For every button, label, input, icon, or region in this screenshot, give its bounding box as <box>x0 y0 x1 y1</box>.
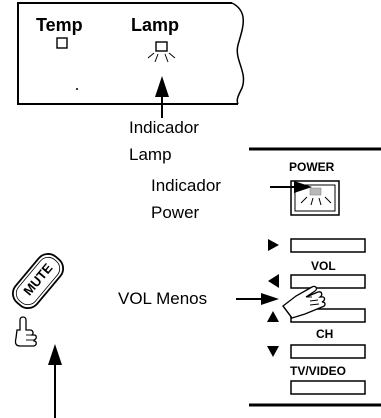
lamp-indicator-caption-line2: Lamp <box>129 145 172 164</box>
tvvideo-label: TV/VIDEO <box>290 364 347 378</box>
vol-minus-pointer-arrow <box>236 293 279 305</box>
power-indicator-caption-line1: Indicador <box>151 176 221 195</box>
panel-break-edge <box>231 2 245 105</box>
vol-minus-button <box>290 274 366 289</box>
power-title: POWER <box>289 160 335 174</box>
ch-down-triangle-icon <box>267 346 279 357</box>
mute-pointer-arrow <box>48 344 62 418</box>
lamp-indicator-caption-line1: Indicador <box>129 118 199 137</box>
vol-plus-button <box>290 238 366 253</box>
power-indicator-light <box>309 187 322 196</box>
power-light-rays <box>300 196 332 206</box>
ch-label: CH <box>316 327 334 341</box>
ch-down-button <box>290 344 366 359</box>
power-indicator-caption-line2: Power <box>151 203 200 222</box>
lamp-indicator <box>155 41 168 52</box>
pressing-hand-icon <box>282 285 326 319</box>
lamp-light-rays <box>147 52 176 63</box>
ch-up-triangle-icon <box>267 311 279 322</box>
temp-label: Temp <box>36 15 83 35</box>
projector-top-panel <box>17 2 245 105</box>
lamp-label: Lamp <box>131 15 180 35</box>
power-pointer-arrow <box>270 181 312 193</box>
lamp-pointer-arrow <box>155 76 169 118</box>
vol-minus-triangle-icon <box>268 274 279 288</box>
power-button <box>290 180 340 216</box>
vol-plus-triangle-icon <box>268 239 279 251</box>
vol-label: VOL <box>311 259 336 273</box>
mute-hand-icon <box>14 316 37 347</box>
vol-minus-caption: VOL Menos <box>118 289 208 308</box>
mute-button-icon <box>11 253 65 309</box>
tvvideo-button <box>290 380 366 395</box>
temp-indicator <box>56 37 68 49</box>
